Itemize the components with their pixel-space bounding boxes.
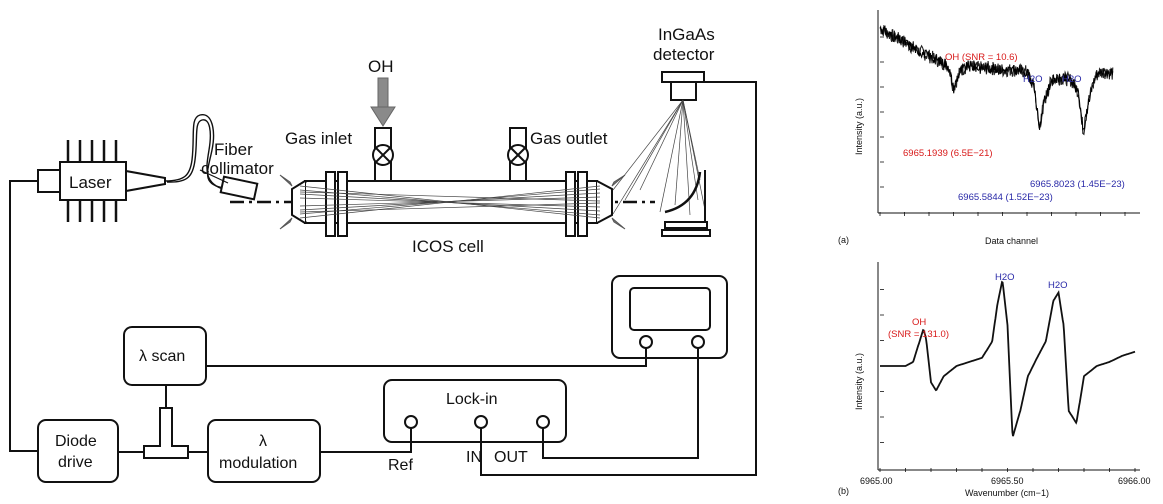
panel-b-snr-annotation: (SNR = 131.0) bbox=[888, 329, 949, 340]
laser-fins bbox=[66, 140, 118, 222]
panel-b-h2o-annotation-2: H2O bbox=[1048, 280, 1068, 291]
oh-arrow bbox=[370, 77, 396, 127]
left-flange-a bbox=[325, 171, 336, 237]
panel-a-ticks bbox=[879, 36, 1126, 216]
icos-cell-label: ICOS cell bbox=[412, 237, 484, 256]
panel-b-ylabel: Intensity (a.u.) bbox=[854, 353, 864, 410]
panel-b-plot bbox=[880, 280, 1136, 437]
panel-a-h2o-line-1-annotation: 6965.5844 (1.52E−23) bbox=[958, 192, 1053, 203]
chart-panel-b: Intensity (a.u.) Wavenumber (cm−1) (b) 6… bbox=[838, 262, 1151, 498]
detector-label-1: InGaAs bbox=[658, 25, 715, 44]
detector-label-2: detector bbox=[653, 45, 715, 64]
panel-a-h2o-annotation-1: H2O bbox=[1023, 74, 1043, 85]
ref-label: Ref bbox=[388, 457, 413, 474]
left-flange-b bbox=[337, 171, 348, 237]
panel-b-oh-annotation: OH bbox=[912, 317, 926, 328]
multipass-rays bbox=[299, 185, 601, 219]
drive-label: drive bbox=[58, 454, 93, 471]
lambda-scan-label: λ scan bbox=[139, 348, 185, 365]
laser-output-cone bbox=[125, 169, 166, 193]
lambda-modulation-box bbox=[207, 419, 321, 483]
mount-tabs bbox=[279, 174, 626, 230]
panel-b-h2o-annotation-1: H2O bbox=[995, 272, 1015, 283]
modulation-label: modulation bbox=[219, 455, 297, 472]
panel-b-xtick-2: 6966.00 bbox=[1118, 476, 1151, 486]
panel-b-xtick-1: 6965.50 bbox=[991, 476, 1024, 486]
lockin-out-port bbox=[536, 415, 550, 429]
collimator-label: collimator bbox=[201, 159, 274, 178]
laser-label: Laser bbox=[69, 173, 112, 192]
scope-input-1 bbox=[639, 335, 653, 349]
in-label: IN bbox=[466, 449, 482, 466]
panel-a-h2o-line-2-annotation: 6965.8023 (1.45E−23) bbox=[1030, 179, 1125, 190]
fiber bbox=[164, 114, 227, 191]
icos-cell bbox=[279, 171, 626, 237]
oscilloscope bbox=[611, 275, 728, 359]
schematic-diagram bbox=[9, 71, 757, 483]
fiber-label: Fiber bbox=[214, 140, 253, 159]
wiring bbox=[9, 81, 757, 476]
panel-a-xlabel: Data channel bbox=[985, 236, 1038, 246]
right-end-cap bbox=[596, 180, 613, 224]
signal-combiner bbox=[143, 407, 189, 459]
gas-outlet-label: Gas outlet bbox=[530, 129, 608, 148]
oh-label: OH bbox=[368, 57, 394, 76]
gas-inlet-label: Gas inlet bbox=[285, 129, 352, 148]
diode-label: Diode bbox=[55, 433, 97, 450]
out-label: OUT bbox=[494, 449, 528, 466]
spectrum-trace-noisy bbox=[879, 25, 1114, 131]
gas-outlet-valve bbox=[507, 127, 529, 182]
panel-a-oh-annotation: OH (SNR = 10.6) bbox=[945, 52, 1018, 63]
scope-input-2 bbox=[691, 335, 705, 349]
laser-mount bbox=[37, 169, 61, 193]
gas-inlet-valve bbox=[372, 127, 394, 182]
focusing-mirror bbox=[664, 171, 702, 214]
chart-panel-a: Intensity (a.u.) Data channel (a) OH (SN… bbox=[838, 10, 1140, 246]
ingaas-detector bbox=[612, 71, 711, 237]
diode-drive-box bbox=[37, 419, 119, 483]
lockin-amplifier bbox=[383, 379, 567, 443]
spectrum-trace bbox=[880, 280, 1136, 437]
lockin-label: Lock-in bbox=[446, 391, 498, 408]
panel-a-h2o-annotation-2: H2O bbox=[1062, 74, 1082, 85]
right-flange-b bbox=[577, 171, 588, 237]
laser-module bbox=[37, 140, 166, 222]
fiber-collimator bbox=[199, 169, 259, 201]
lockin-ref-port bbox=[404, 415, 418, 429]
laser-box bbox=[59, 161, 127, 201]
mod-lambda-label: λ bbox=[259, 433, 267, 450]
lockin-in-port bbox=[474, 415, 488, 429]
panel-b-xtick-0: 6965.00 bbox=[860, 476, 893, 486]
left-end-cap bbox=[291, 180, 306, 224]
detector-rays bbox=[612, 99, 706, 216]
panel-a-oh-line-annotation: 6965.1939 (6.5E−21) bbox=[903, 148, 993, 159]
schematic-labels: OH InGaAs detector Gas inlet Gas outlet … bbox=[55, 25, 715, 474]
panel-a-panel-label: (a) bbox=[838, 235, 849, 245]
panel-b-xlabel: Wavenumber (cm−1) bbox=[965, 488, 1049, 498]
panel-a-plot bbox=[879, 25, 1114, 136]
panel-a-ylabel: Intensity (a.u.) bbox=[854, 98, 864, 155]
panel-b-panel-label: (b) bbox=[838, 486, 849, 496]
